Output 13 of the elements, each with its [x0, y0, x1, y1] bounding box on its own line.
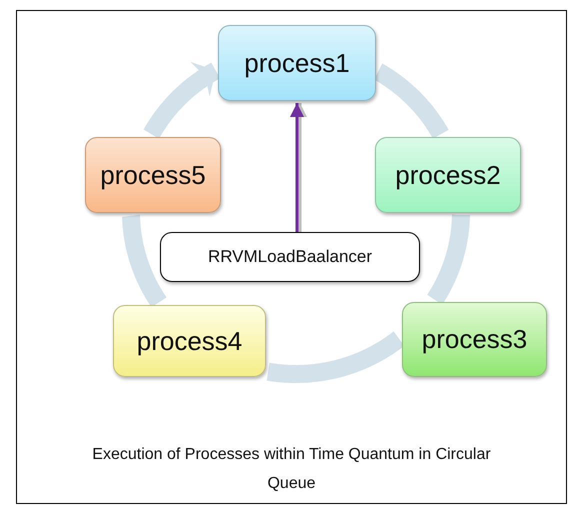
caption: Execution of Processes within Time Quantum in Circular Queue — [91, 445, 492, 494]
process-box — [85, 137, 221, 213]
process-box — [218, 25, 376, 101]
process-box — [375, 137, 521, 213]
process-box — [113, 305, 266, 377]
node-label: process4 — [136, 324, 242, 358]
node-label: RRVMLoadBaalancer — [208, 246, 372, 268]
node-label: process5 — [100, 158, 206, 192]
node-label: process2 — [395, 158, 501, 192]
node-label: process1 — [244, 46, 350, 80]
node-label: process3 — [422, 323, 528, 356]
process-box — [402, 302, 547, 377]
load-balancer-box — [160, 232, 420, 282]
